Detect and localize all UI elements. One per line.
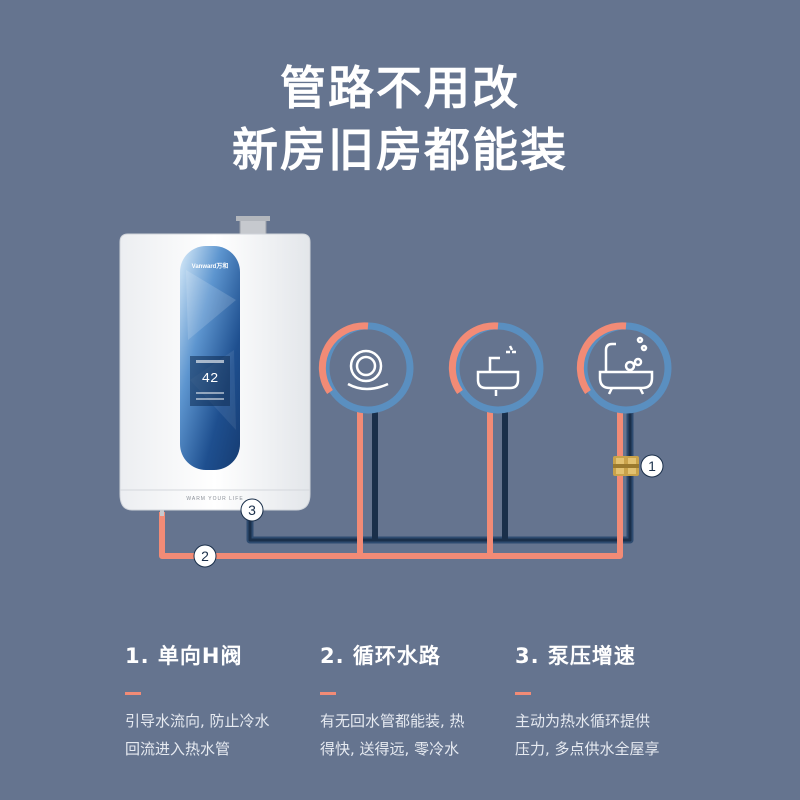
plate-icon [347,349,389,391]
marker-2-label: 2 [201,548,209,564]
feature-pump-boost: 3. 泵压增速 主动为热水循环提供 压力, 多点供水全屋享 [515,640,725,763]
feature-title: 2. 循环水路 [320,644,441,668]
headline-line1: 管路不用改 [280,61,520,115]
feature-accent-bar [125,692,141,695]
fixture-ring-bathtub [576,322,672,414]
heater-brand-logo: Vanward万和 [192,262,229,270]
marker-2: 2 [193,544,217,568]
marker-1: 1 [640,454,664,478]
feature-title: 1. 单向H阀 [125,644,243,668]
heater-tagline: WARM YOUR LIFE [186,496,243,502]
fixture-ring-plate [318,322,414,414]
fixture-ring-sink [448,322,544,414]
feature-description: 引导水流向, 防止冷水 回流进入热水管 [125,712,270,758]
marker-3-label: 3 [248,502,256,518]
feature-one-way-valve: 1. 单向H阀 引导水流向, 防止冷水 回流进入热水管 [125,640,335,763]
h-valve-icon [613,456,639,476]
feature-circulation: 2. 循环水路 有无回水管都能装, 热 得快, 送得远, 零冷水 [320,640,530,763]
feature-description: 有无回水管都能装, 热 得快, 送得远, 零冷水 [320,712,465,758]
headline-line2: 新房旧房都能装 [232,123,568,177]
feature-accent-bar [320,692,336,695]
feature-description: 主动为热水循环提供 压力, 多点供水全屋享 [515,712,660,758]
sink-icon [476,345,520,396]
feature-accent-bar [515,692,531,695]
marker-1-label: 1 [648,458,656,474]
marker-3: 3 [240,498,264,522]
bathtub-icon [598,336,654,395]
feature-title: 3. 泵压增速 [515,644,636,668]
hot-pipe [159,412,623,559]
heater-temp-display: 42 [202,371,219,387]
water-heater: Vanward万和 42 WARM YOUR LIFE [119,216,311,516]
